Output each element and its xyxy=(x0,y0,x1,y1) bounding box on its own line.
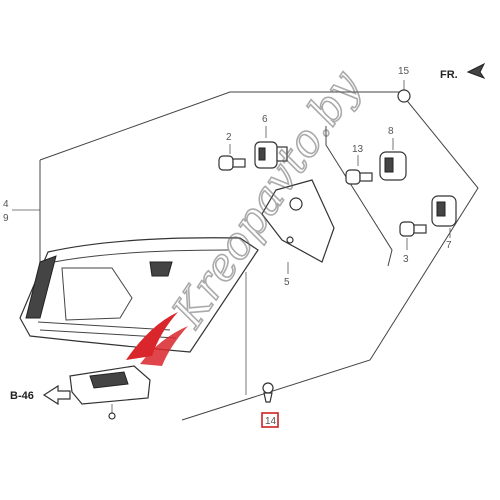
label-part-6: 6 xyxy=(262,114,268,125)
label-part-4: 4 xyxy=(3,199,9,210)
bulb-base-icon xyxy=(232,158,246,168)
part-14-highlight-box xyxy=(261,412,279,428)
front-arrow-icon xyxy=(466,62,486,80)
socket-group-outline xyxy=(325,126,393,267)
label-part-15: 15 xyxy=(398,66,410,77)
label-b46: B-46 xyxy=(10,390,34,402)
part-2-bulb: 2 xyxy=(218,132,246,171)
bulb-icon xyxy=(345,169,361,185)
part-13-bulb: 13 xyxy=(345,144,373,185)
bulb-icon xyxy=(399,221,415,237)
part-5-gasket: 5 xyxy=(261,179,335,288)
label-part-8: 8 xyxy=(388,126,394,137)
label-part-13: 13 xyxy=(352,144,364,155)
front-direction-arrow: FR. xyxy=(440,62,486,81)
part-15-screw: 15 xyxy=(397,66,411,103)
label-part-2: 2 xyxy=(226,132,232,143)
part-3-bulb: 3 xyxy=(399,221,427,265)
part-8-socket: 8 xyxy=(379,126,407,181)
label-part-7: 7 xyxy=(446,240,452,251)
watermark-text: Kreopavto.by xyxy=(162,61,371,337)
part-6-socket: 6 xyxy=(254,114,288,169)
part-14-fastener: 14 xyxy=(245,272,279,428)
logo-swoosh-icon xyxy=(126,312,178,360)
label-part-9: 9 xyxy=(3,213,9,224)
watermark-logo xyxy=(126,312,188,366)
front-label: FR. xyxy=(440,69,458,81)
b46-reference: B-46 xyxy=(10,384,71,406)
tail-lamp-housing xyxy=(19,237,259,353)
part-4-9-labels: 4 9 xyxy=(3,199,40,224)
label-part-14: 14 xyxy=(265,416,277,427)
screw-icon xyxy=(397,89,411,103)
bulb-icon xyxy=(218,155,234,171)
part-7-socket: 7 xyxy=(431,195,457,251)
label-part-3: 3 xyxy=(403,254,409,265)
reference-arrow-icon xyxy=(42,384,71,406)
lower-bracket xyxy=(69,365,151,420)
watermark: Kreopavto.by xyxy=(161,60,372,337)
label-part-5: 5 xyxy=(284,277,290,288)
